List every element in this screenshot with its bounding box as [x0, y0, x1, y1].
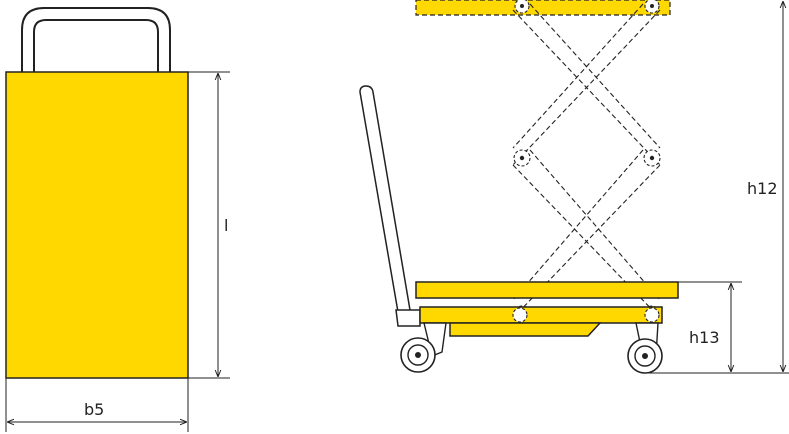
- lowered-platform: [415, 281, 679, 299]
- push-handle: [359, 85, 411, 313]
- length-label: l: [224, 216, 228, 235]
- max-height-label-bg: [744, 176, 780, 198]
- raised-scissor-arms: [512, 3, 661, 319]
- raised-pivot-rings: [513, 0, 661, 321]
- rear-caster: [627, 322, 663, 374]
- handle-base-bracket: [395, 309, 421, 327]
- hydraulic-cylinder: [449, 322, 602, 337]
- front-caster: [400, 322, 447, 373]
- top-view-handle-inner: [33, 19, 159, 72]
- side-view: h12 h13: [359, 0, 789, 374]
- width-label: b5: [84, 400, 104, 419]
- lowered-pivots: [512, 307, 660, 323]
- min-height-label: h13: [689, 328, 720, 347]
- raised-platform: [415, 0, 671, 16]
- top-view: l b5: [5, 7, 230, 432]
- top-view-handle: [21, 7, 171, 72]
- top-view-platform: [5, 71, 189, 379]
- base-frame: [419, 306, 663, 324]
- max-height-label: h12: [747, 179, 778, 198]
